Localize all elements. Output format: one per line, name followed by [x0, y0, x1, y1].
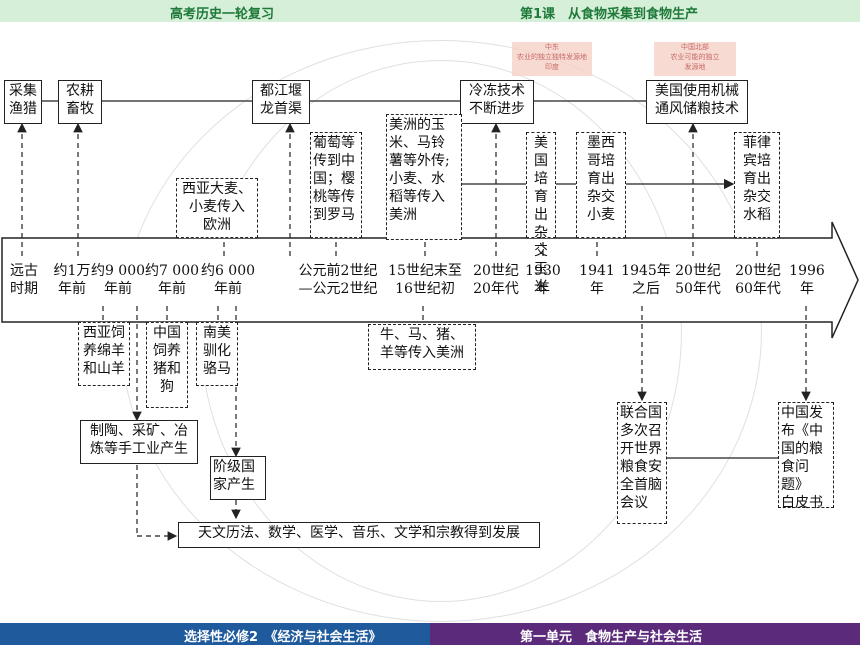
box-llama: 南美 驯化 骆马 — [196, 322, 238, 386]
lesson-title: 第1课 从食物采集到食物生产 — [520, 7, 699, 22]
timeline-label: 20世纪 50年代 — [675, 263, 721, 297]
timeline-label: 15世纪末至 16世纪初 — [388, 263, 462, 297]
box-pigs-dogs: 中国 饲养 猪和 狗 — [146, 322, 188, 408]
timeline-label: 约6 000 年前 — [200, 263, 256, 297]
timeline-label: 约9 000 年前 — [90, 263, 146, 297]
box-handicrafts: 制陶、采矿、冶 炼等手工业产生 — [80, 420, 198, 464]
box-americas-exchange: 美洲的玉 米、马铃 薯等外传; 小麦、水 稻等传入 美洲 — [386, 114, 462, 240]
box-grape-exchange: 葡萄等 传到中 国；樱 桃等传 到罗马 — [310, 132, 362, 238]
timeline-label: 约1万 年前 — [53, 263, 91, 297]
box-culture: 天文历法、数学、医学、音乐、文学和宗教得到发展 — [178, 522, 540, 548]
map-stamp-2: 中国北部 农业可能的独立 发源地 — [654, 42, 736, 76]
bottom-banner: 选择性必修2 《经济与社会生活》 第一单元 食物生产与社会生活 — [0, 623, 860, 645]
timeline-label: 公元前2世纪 —公元2世纪 — [298, 263, 378, 297]
bottom-banner-left: 选择性必修2 《经济与社会生活》 — [0, 623, 430, 645]
timeline-label: 1941 年 — [579, 263, 615, 297]
timeline-label: 1945年 之后 — [621, 263, 671, 297]
box-china-white-paper: 中国发 布《中 国的粮 食问题》 白皮书 — [778, 402, 834, 511]
box-barley-to-europe: 西亚大麦、 小麦传入 欧洲 — [176, 178, 258, 238]
box-ventilation-storage: 美国使用机械 通风储粮技术 — [646, 80, 748, 124]
unit-title: 第一单元 食物生产与社会生活 — [520, 630, 703, 645]
box-un-food-summit: 联合国 多次召 开世界 粮食安 全首脑 会议 — [617, 402, 667, 524]
timeline-label: 20世纪 60年代 — [735, 263, 781, 297]
top-banner: 高考历史一轮复习 第1课 从食物采集到食物生产 — [0, 0, 860, 22]
timeline-label: 约7 000 年前 — [144, 263, 200, 297]
box-freezing: 冷冻技术 不断进步 — [460, 80, 534, 124]
box-hybrid-wheat: 墨西 哥培 育出 杂交 小麦 — [576, 132, 626, 238]
box-gathering: 采集 渔猎 — [4, 80, 42, 124]
box-livestock-to-americas: 牛、马、猪、 羊等传入美洲 — [368, 324, 476, 370]
course-title: 高考历史一轮复习 — [170, 7, 275, 22]
box-hybrid-corn: 美国 培育 出杂 交玉 米 — [526, 132, 556, 295]
box-irrigation: 都江堰 龙首渠 — [252, 80, 310, 124]
map-stamp-1: 中东 农业的独立独特发源地 印度 — [512, 42, 592, 76]
box-hybrid-rice: 菲律 宾培 育出 杂交 水稻 — [734, 132, 780, 238]
book-title: 选择性必修2 《经济与社会生活》 — [184, 630, 382, 645]
box-class-state: 阶级国 家产生 — [210, 456, 266, 500]
timeline-label: 1996 年 — [789, 263, 825, 297]
timeline-arrow — [1, 221, 859, 339]
timeline-label: 远古 时期 — [10, 263, 38, 297]
bottom-banner-right: 第一单元 食物生产与社会生活 — [430, 623, 860, 645]
timeline-label: 1930 年 — [525, 263, 561, 297]
timeline-label: 20世纪 20年代 — [473, 263, 519, 297]
box-farming: 农耕 畜牧 — [58, 80, 102, 124]
box-sheep-goats: 西亚饲 养绵羊 和山羊 — [78, 322, 130, 386]
